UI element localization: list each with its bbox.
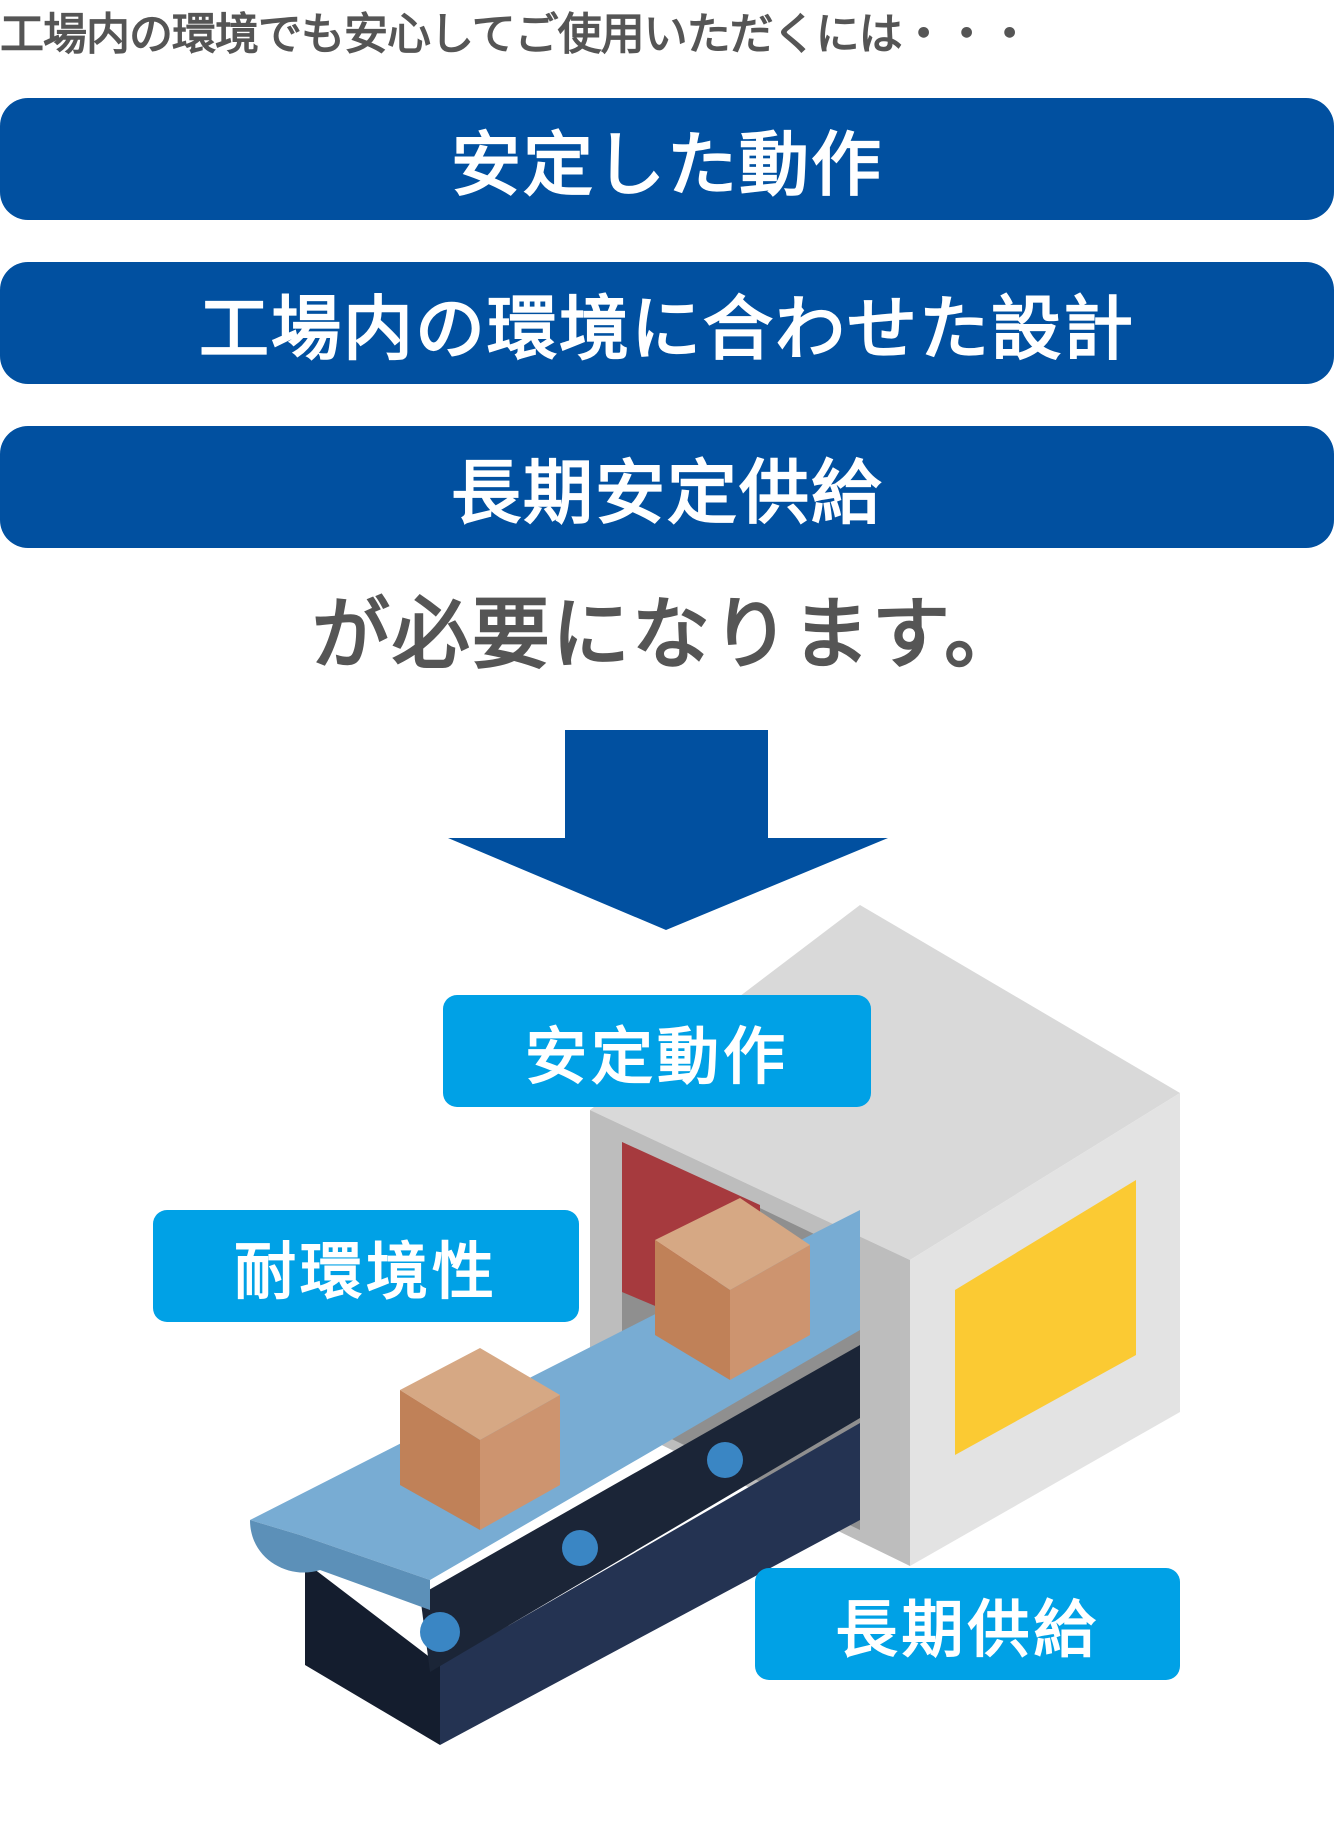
- requirement-environment-design: 工場内の環境に合わせた設計: [0, 262, 1334, 384]
- cargo-box-back: [655, 1198, 810, 1380]
- tag-stable-operation: 安定動作: [443, 995, 871, 1107]
- conveyor-machine-illustration: [250, 730, 1180, 1745]
- cargo-box-front: [400, 1348, 560, 1530]
- down-arrow-icon: [448, 730, 888, 930]
- requirement-long-term-supply: 長期安定供給: [0, 426, 1334, 548]
- tag-environment-resistance: 耐環境性: [153, 1210, 579, 1322]
- outro-text: が必要になります。: [311, 590, 1025, 680]
- tag-long-term-supply: 長期供給: [755, 1568, 1180, 1680]
- requirement-stable-operation: 安定した動作: [0, 98, 1334, 220]
- intro-text: 工場内の環境でも安心してご使用いただくには・・・: [0, 9, 1032, 60]
